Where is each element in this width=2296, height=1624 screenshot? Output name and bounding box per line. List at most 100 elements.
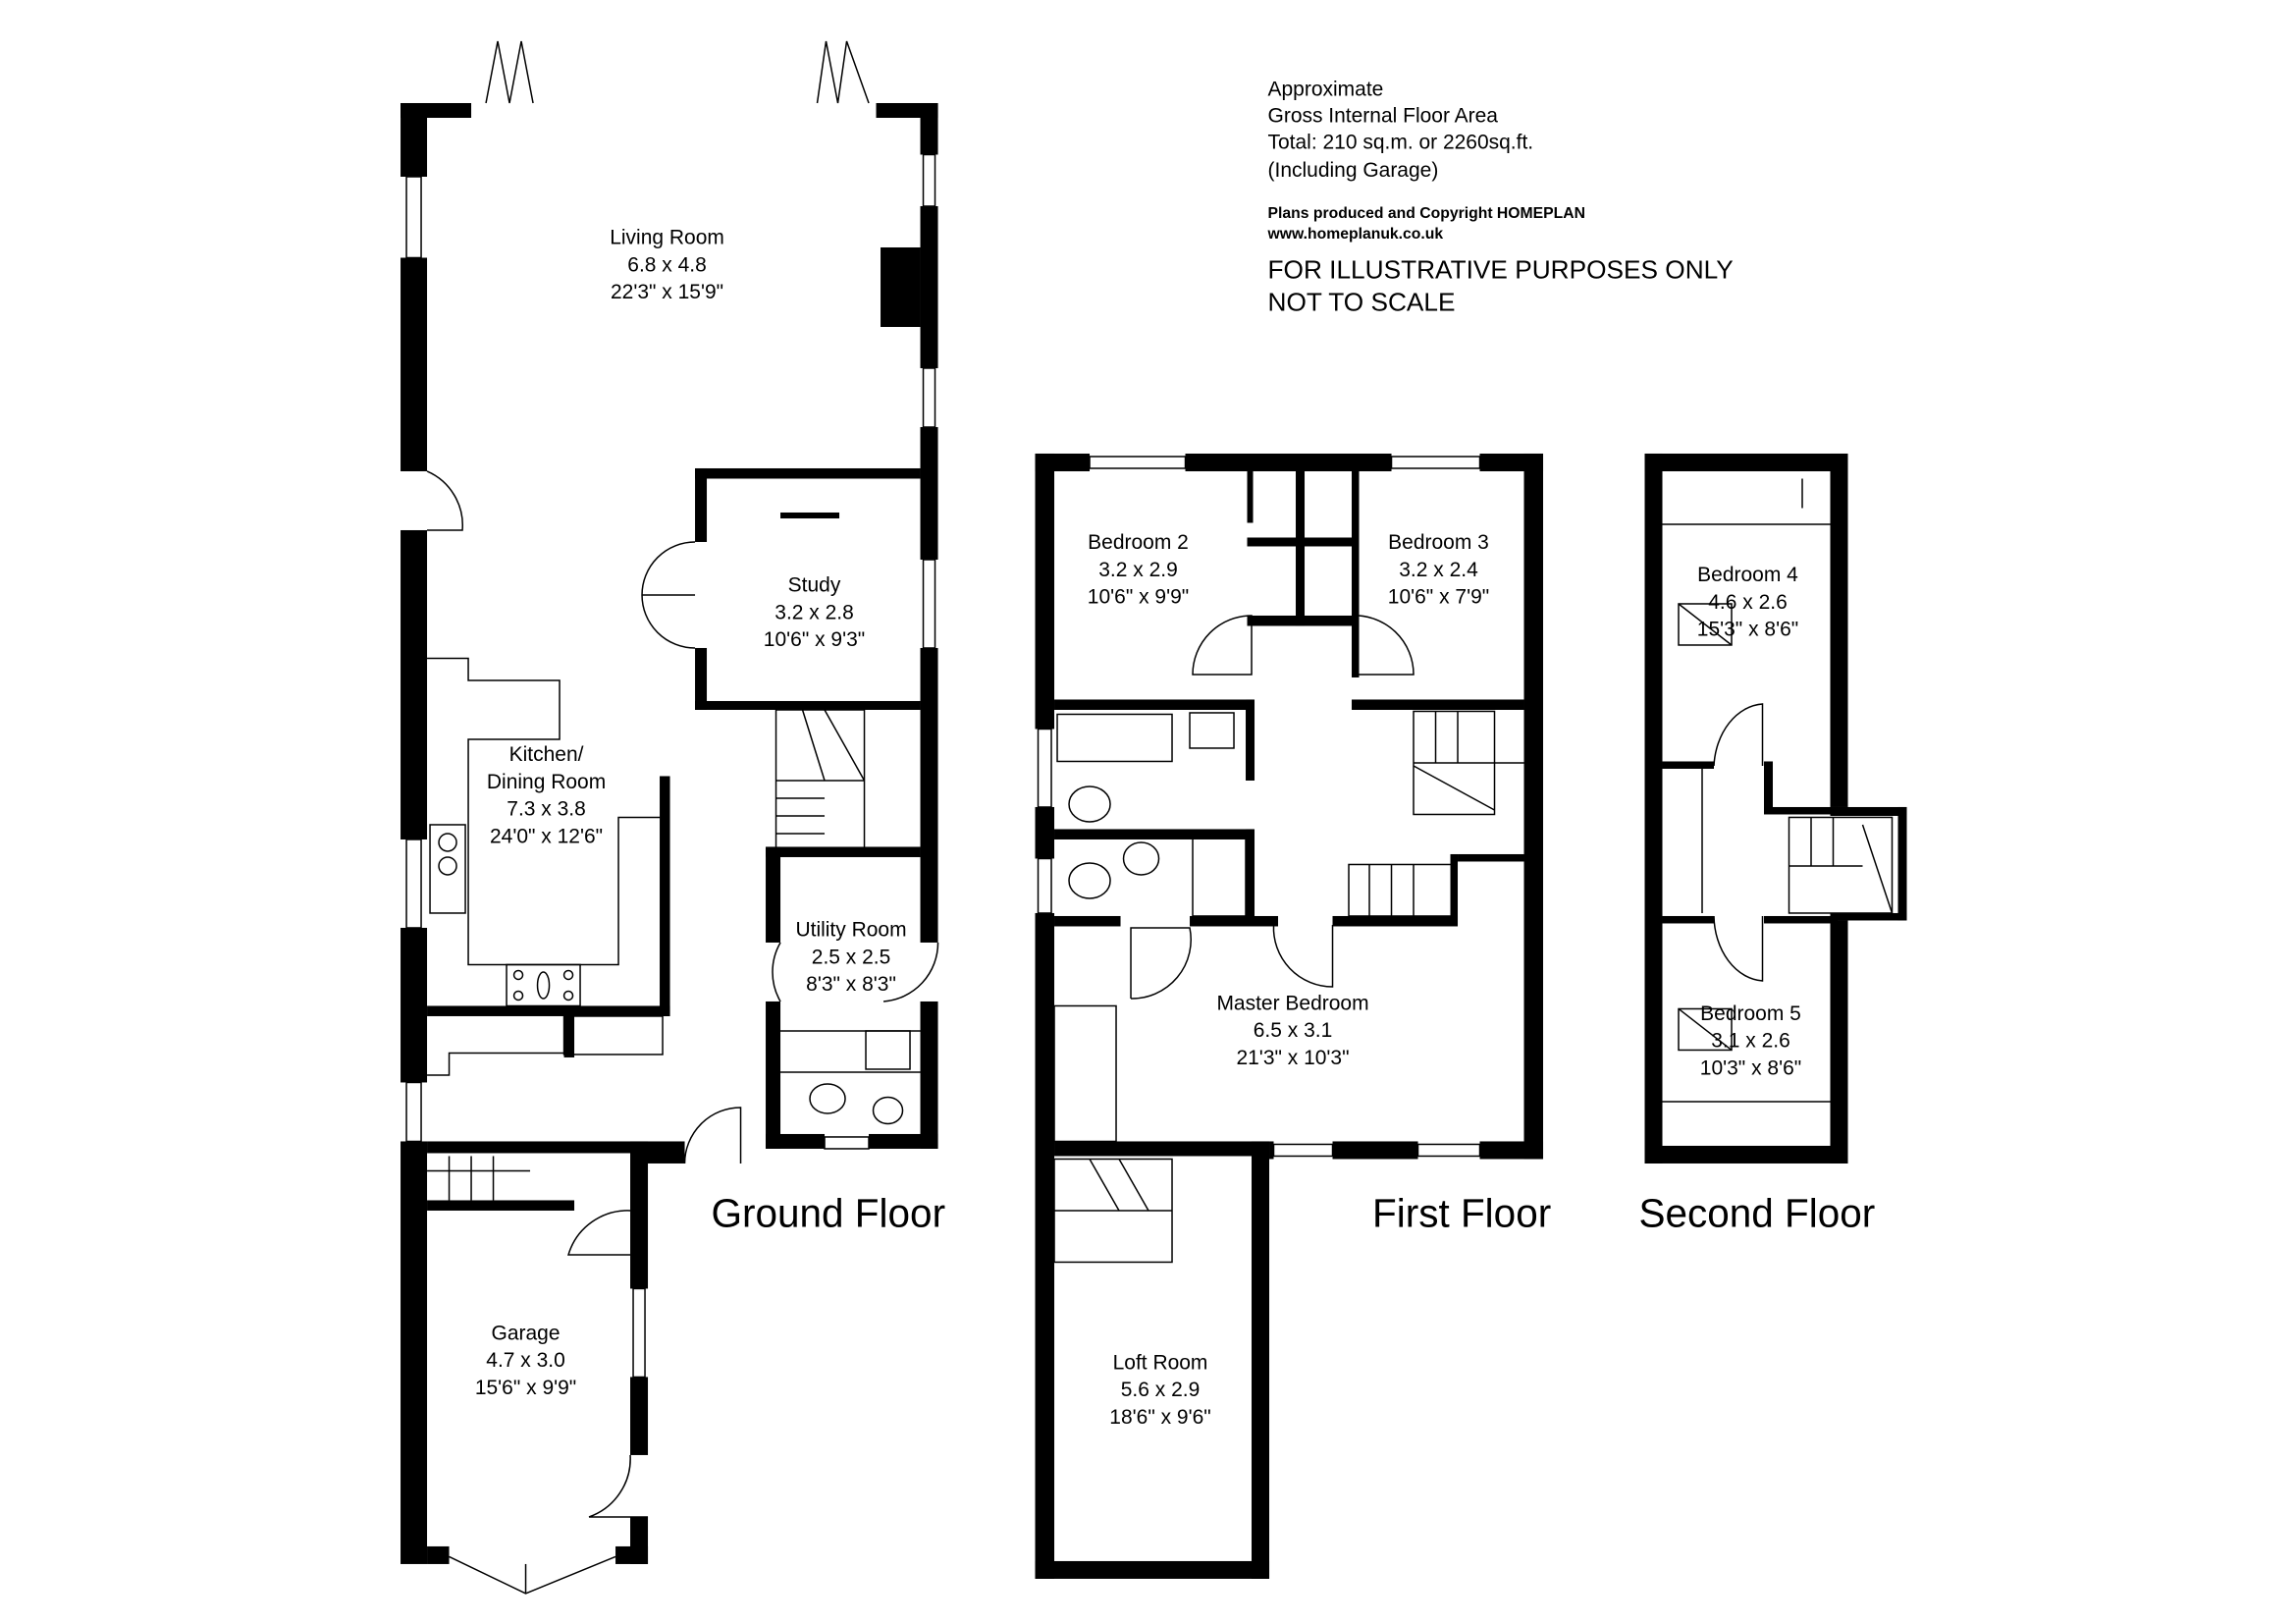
wall bbox=[920, 647, 938, 943]
room-dimension: 10'6" x 9'3" bbox=[764, 628, 865, 651]
room-dimension: 10'6" x 9'9" bbox=[1088, 586, 1189, 609]
room-dimension: 6.5 x 3.1 bbox=[1254, 1019, 1333, 1042]
basin-icon bbox=[809, 1083, 846, 1114]
second-floor-title: Second Floor bbox=[1639, 1191, 1876, 1236]
wall bbox=[1035, 453, 1055, 730]
room-dimension: 4.7 x 3.0 bbox=[486, 1349, 565, 1372]
wall bbox=[1523, 453, 1544, 1160]
wall bbox=[1269, 1141, 1274, 1160]
wall bbox=[1247, 615, 1356, 626]
basin-icon bbox=[1189, 712, 1235, 749]
room-dimension: 10'6" x 7'9" bbox=[1388, 586, 1489, 609]
skylight-icon bbox=[1678, 1007, 1733, 1052]
wall bbox=[780, 512, 840, 518]
wall bbox=[1332, 1141, 1418, 1160]
wall bbox=[400, 257, 428, 471]
door-swing bbox=[426, 470, 463, 531]
area-line: Total: 210 sq.m. or 2260sq.ft. bbox=[1268, 131, 1534, 153]
room-dimension: 3.2 x 2.4 bbox=[1399, 559, 1478, 581]
wall bbox=[630, 1377, 649, 1455]
wc-icon bbox=[1068, 862, 1111, 899]
room-dimension: 18'6" x 9'6" bbox=[1109, 1406, 1210, 1429]
door-swing bbox=[1130, 927, 1192, 1000]
room-name: Bedroom 2 bbox=[1088, 531, 1189, 554]
wall bbox=[427, 1200, 575, 1211]
room-dimension: 22'3" x 15'9" bbox=[611, 281, 723, 303]
wall bbox=[1352, 470, 1360, 677]
skylight-icon bbox=[1678, 603, 1733, 646]
wall bbox=[766, 846, 781, 943]
room-dimension: 3.1 x 2.6 bbox=[1711, 1030, 1790, 1053]
wall bbox=[920, 102, 938, 155]
wall bbox=[1296, 470, 1306, 626]
room-label: Bedroom 2 3.2 x 2.9 10'6" x 9'9" bbox=[1088, 531, 1189, 608]
wall bbox=[1662, 915, 1715, 924]
room-dimension: 7.3 x 3.8 bbox=[507, 798, 586, 821]
copyright-line: Plans produced and Copyright HOMEPLAN bbox=[1268, 205, 1585, 222]
wall bbox=[1479, 1141, 1544, 1160]
room-dimension: 4.6 x 2.6 bbox=[1708, 591, 1788, 614]
room-name: Garage bbox=[492, 1323, 561, 1345]
wall bbox=[920, 205, 938, 368]
bifold-door-right bbox=[816, 40, 870, 104]
door-swing bbox=[683, 1107, 742, 1164]
room-dimension: 3.2 x 2.9 bbox=[1098, 559, 1178, 581]
wall bbox=[400, 529, 428, 839]
window bbox=[1037, 728, 1052, 808]
window bbox=[405, 839, 422, 929]
first-floor-title: First Floor bbox=[1372, 1191, 1551, 1236]
wc-icon bbox=[872, 1096, 904, 1125]
window bbox=[1416, 1143, 1481, 1158]
wall bbox=[695, 647, 708, 710]
walls bbox=[400, 102, 1907, 1579]
bay-front bbox=[449, 1555, 616, 1595]
door-swing bbox=[1713, 915, 1764, 982]
wall bbox=[1830, 453, 1848, 807]
wall bbox=[920, 426, 938, 560]
window bbox=[824, 1136, 870, 1150]
wall bbox=[695, 700, 921, 710]
wall bbox=[766, 846, 921, 857]
room-dimension: 15'3" x 8'6" bbox=[1697, 619, 1798, 641]
room-label: Bedroom 53.1 x 2.610'3" x 8'6" bbox=[1700, 1002, 1801, 1079]
windows bbox=[405, 153, 1481, 1379]
wall bbox=[1247, 537, 1356, 547]
room-dimension: 2.5 x 2.5 bbox=[812, 946, 891, 968]
room-dimension: 21'3" x 10'3" bbox=[1236, 1047, 1349, 1069]
room-dimension: 10'3" x 8'6" bbox=[1700, 1057, 1801, 1080]
wall bbox=[1764, 915, 1839, 924]
room-dimension: 3.2 x 2.8 bbox=[774, 601, 853, 623]
room-label: Bedroom 4 4.6 x 2.6 15'3" x 8'6" bbox=[1697, 564, 1798, 640]
window bbox=[922, 153, 936, 207]
bifold-door-left bbox=[485, 40, 534, 104]
hob-icon bbox=[506, 963, 581, 1007]
wall bbox=[563, 1015, 575, 1057]
wc-icon bbox=[1068, 785, 1111, 823]
wall bbox=[766, 1133, 826, 1149]
wall bbox=[1458, 853, 1524, 862]
room-name: Bedroom 4 bbox=[1697, 564, 1798, 586]
window bbox=[1089, 456, 1187, 469]
basin-icon bbox=[1122, 841, 1160, 876]
wall bbox=[1246, 699, 1255, 781]
wall bbox=[1352, 699, 1524, 710]
room-name: Master Bedroom bbox=[1216, 993, 1368, 1015]
wall bbox=[400, 927, 428, 1083]
area-line: (Including Garage) bbox=[1268, 159, 1439, 182]
window bbox=[405, 176, 422, 259]
room-dimension: 8'3" x 8'3" bbox=[806, 973, 896, 996]
wall bbox=[1764, 761, 1774, 813]
wall bbox=[1054, 915, 1121, 927]
door-swing bbox=[567, 1210, 631, 1256]
wall bbox=[1035, 806, 1055, 859]
wall bbox=[1054, 1141, 1270, 1157]
wall bbox=[630, 1141, 649, 1289]
wall bbox=[1246, 829, 1255, 925]
wall bbox=[1830, 912, 1907, 921]
door-swing bbox=[1272, 924, 1334, 988]
